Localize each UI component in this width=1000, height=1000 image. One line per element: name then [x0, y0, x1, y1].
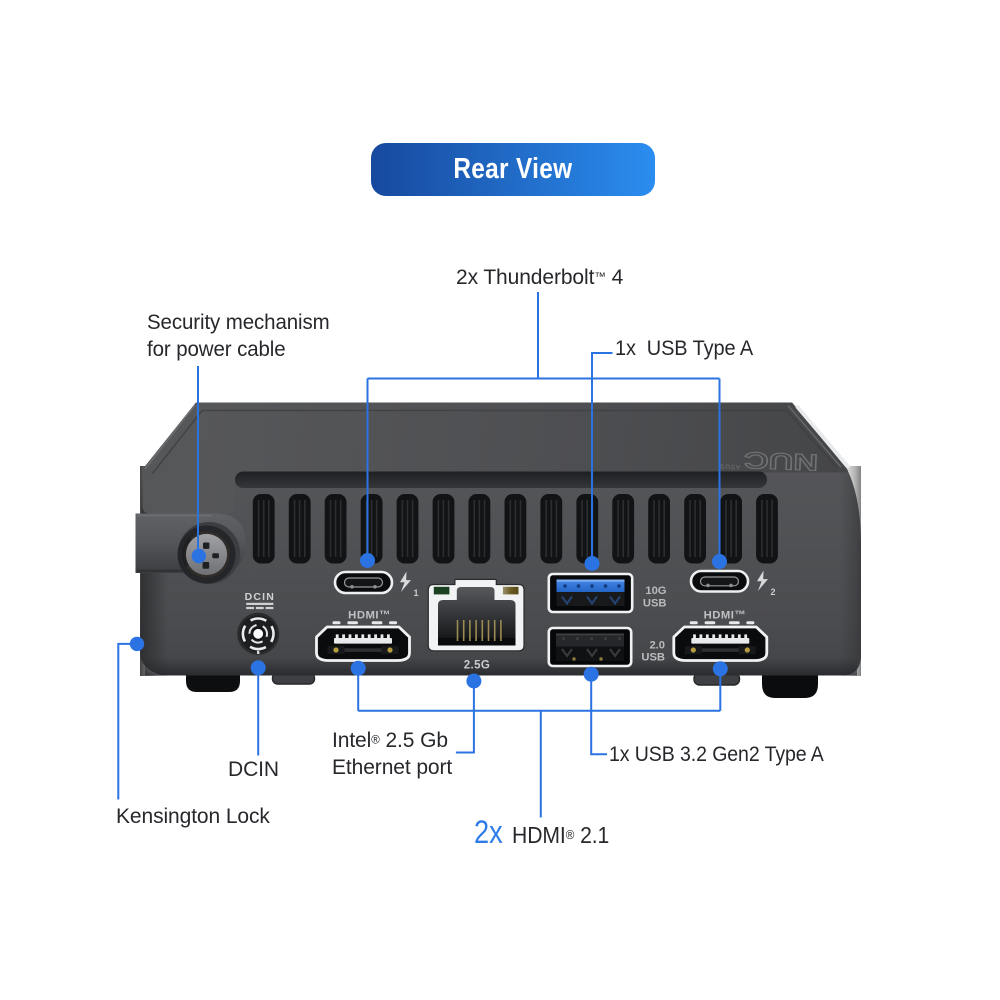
- dcin-print: DCIN: [245, 591, 275, 603]
- label-hdmi-text: HDMI® 2.1: [512, 822, 610, 848]
- cover-gap-band: [235, 471, 767, 488]
- label-ethernet-line1: Intel® 2.5 Gb: [332, 729, 448, 752]
- callout-line-usb32: [590, 674, 607, 756]
- thunderbolt-icon-2: 2: [757, 570, 776, 597]
- thunderbolt-port-1: [333, 570, 394, 595]
- hdmi-port-left: [315, 621, 411, 662]
- thunderbolt-2-index: 2: [771, 587, 776, 597]
- label-ethernet-line2: Ethernet port: [332, 755, 453, 779]
- callout-dot-hdmi-left: [350, 660, 366, 676]
- label-ethernet: Intel® 2.5 Gb Ethernet port: [332, 728, 452, 781]
- label-dcin: DCIN: [228, 757, 279, 784]
- thunderbolt-port-2: [689, 569, 750, 593]
- label-kensington-text: Kensington Lock: [116, 805, 270, 828]
- rear-view-button[interactable]: Rear View: [371, 143, 655, 196]
- callout-dot-usb-type-a: [584, 556, 600, 571]
- label-kensington-lock: Kensington Lock: [116, 804, 270, 831]
- callout-line-thunderbolt: [366, 292, 721, 555]
- label-hdmi-21: 2x HDMI® 2.1: [474, 815, 618, 852]
- vent-grille: [252, 494, 778, 564]
- callout-dots: [129, 548, 728, 689]
- power-cable-security-mechanism: [135, 513, 246, 584]
- usb-10g-port: 10G USB: [547, 572, 667, 614]
- callout-line-hdmi: [357, 668, 722, 818]
- callout-line-ethernet: [455, 681, 475, 754]
- label-security-line1: Security mechanism: [147, 311, 330, 334]
- rear-view-label: Rear View: [453, 153, 573, 185]
- ethernet-port: 2.5G: [427, 578, 525, 672]
- callout-dot-thunderbolt-1: [360, 553, 375, 568]
- ethernet-led-green: [433, 586, 450, 595]
- logo-nuc-text: NUC: [744, 447, 819, 476]
- usb-10g-print-line1: 10G: [645, 585, 666, 597]
- usb-10g-print-line2: USB: [643, 598, 667, 610]
- callout-dot-security: [191, 548, 206, 564]
- label-usb-32-gen2-text: 1x USB 3.2 Gen2 Type A: [609, 743, 824, 766]
- label-thunderbolt: 2x Thunderbolt™ 4: [456, 265, 623, 292]
- hdmi-left-print: HDMI™: [348, 610, 391, 622]
- label-usb-type-a-text: 1x USB Type A: [615, 337, 754, 360]
- callout-dot-usb32: [583, 666, 599, 682]
- hdmi-port-right: [672, 621, 769, 662]
- usb-2-port: 2.0 USB: [547, 626, 665, 668]
- label-hdmi-prefix: 2x: [474, 814, 503, 850]
- dc-in-jack: DCIN: [237, 591, 280, 655]
- callout-dot-kensington: [129, 636, 145, 652]
- ethernet-speed-print: 2.5G: [464, 660, 491, 672]
- thunderbolt-1-index: 1: [414, 588, 419, 598]
- callout-line-kensington: [117, 642, 137, 800]
- callout-lines: [117, 292, 722, 818]
- label-security-mechanism: Security mechanism for power cable: [147, 310, 334, 363]
- callout-dot-hdmi-right: [712, 661, 728, 677]
- logo-asus-text: ASUS: [719, 462, 740, 470]
- label-security-line2: for power cable: [147, 337, 286, 361]
- device-chassis: NUC ASUS: [135, 402, 861, 698]
- label-usb-32-gen2: 1x USB 3.2 Gen2 Type A: [609, 742, 840, 769]
- callout-line-usb-type-a: [591, 352, 613, 557]
- rubber-feet: [186, 672, 818, 698]
- callout-dot-thunderbolt-2: [712, 554, 727, 569]
- thunderbolt-icon-1: 1: [400, 571, 419, 598]
- hdmi-right-print: HDMI™: [704, 610, 747, 622]
- callout-dot-ethernet: [466, 673, 482, 689]
- bottom-clips: [271, 672, 741, 686]
- ethernet-led-amber: [502, 586, 519, 595]
- label-dcin-text: DCIN: [228, 758, 279, 781]
- callout-dot-dcin: [250, 660, 266, 676]
- usb-20-print-line1: 2.0: [649, 640, 665, 652]
- usb-20-print-line2: USB: [641, 652, 665, 664]
- label-usb-type-a: 1x USB Type A: [615, 336, 760, 363]
- chassis-top-cover: [142, 402, 850, 514]
- asus-nuc-logo: NUC ASUS: [719, 447, 819, 477]
- label-thunderbolt-text: 2x Thunderbolt™ 4: [456, 266, 624, 289]
